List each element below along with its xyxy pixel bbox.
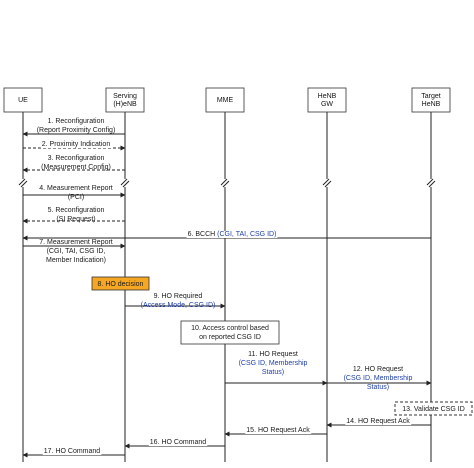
message-label: 6. BCCH (CGI, TAI, CSG ID) [188, 231, 277, 238]
decision-box-label: 8. HO decision [98, 281, 144, 288]
entity-label: HeNB [422, 101, 441, 108]
message-label: 16. HO Command [150, 439, 207, 446]
break-mark [426, 178, 436, 188]
message-label: 4. Measurement Report [39, 185, 113, 192]
entity-label: GW [321, 101, 333, 108]
message-label: 3. Reconfiguration [48, 155, 105, 162]
message-params: Member Indication) [46, 257, 106, 264]
message-m7: 7. Measurement Report (CGI, TAI, CSG ID, M… [23, 239, 126, 264]
message-label: 15. HO Request Ack [246, 427, 310, 434]
message-label: 12. HO Request [353, 366, 403, 373]
message-m5: 5. Reconfiguration (SI Request) [22, 207, 125, 224]
entity-label: Target [421, 93, 441, 100]
break-mark [322, 178, 332, 188]
message-m15: 15. HO Request Ack [224, 427, 327, 437]
entity-label: MME [217, 97, 234, 104]
entity-ue: UE [3, 87, 43, 113]
entity-label: (H)eNB [113, 101, 137, 108]
message-m9: 9. HO Required (Access Mode, CSG ID) [125, 293, 226, 309]
decision-box-ho: 8. HO decision [91, 276, 150, 291]
message-m6: 6. BCCH (CGI, TAI, CSG ID) [22, 231, 431, 241]
message-m4: 4. Measurement Report (PCI) [23, 185, 126, 201]
message-m17: 17. HO Command [22, 448, 125, 458]
message-params: (PCI) [68, 194, 84, 201]
message-label: 11. HO Request [248, 351, 298, 358]
message-params: (CSG ID, Membership [239, 360, 308, 367]
message-m3: 3. Reconfiguration (Measurement Config) [22, 155, 125, 173]
process-box-label: on reported CSG ID [199, 334, 261, 341]
break-mark [220, 178, 230, 188]
message-label: 14. HO Request Ack [346, 418, 410, 425]
message-params: (Access Mode, CSG ID) [141, 302, 216, 309]
message-params: Status) [262, 369, 284, 376]
message-params: (Measurement Config) [41, 164, 111, 171]
message-label: 17. HO Command [44, 448, 101, 455]
message-label: 2. Proximity Indication [42, 141, 111, 148]
message-label: 5. Reconfiguration [48, 207, 105, 214]
message-label: 7. Measurement Report [39, 239, 113, 246]
entity-label: Serving [113, 93, 137, 100]
message-m16: 16. HO Command [124, 439, 225, 449]
entity-mme: MME [205, 87, 245, 113]
break-mark [18, 178, 28, 188]
message-params: (CGI, TAI, CSG ID, [47, 248, 106, 255]
process-box-label: 13. Validate CSG ID [402, 406, 465, 413]
message-m1: 1. Reconfiguration (Report Proximity Conf… [22, 118, 125, 137]
message-label: 1. Reconfiguration [48, 118, 105, 125]
process-box-access-control: 10. Access control based on reported CSG … [180, 320, 280, 345]
process-box-label: 10. Access control based [191, 325, 269, 332]
message-label: 9. HO Required [154, 293, 203, 300]
message-params: (SI Request) [56, 216, 95, 223]
message-m14: 14. HO Request Ack [326, 418, 431, 428]
process-box-validate-csg: 13. Validate CSG ID [394, 401, 473, 416]
message-params: (CSG ID, Membership [344, 375, 413, 382]
entity-serving: Serving(H)eNB [105, 87, 145, 113]
message-params: (Report Proximity Config) [37, 127, 116, 134]
entity-label: HeNB [318, 93, 337, 100]
message-m2: 2. Proximity Indication [23, 141, 126, 151]
entity-label: UE [18, 97, 28, 104]
break-mark [120, 178, 130, 188]
message-params: Status) [367, 384, 389, 391]
